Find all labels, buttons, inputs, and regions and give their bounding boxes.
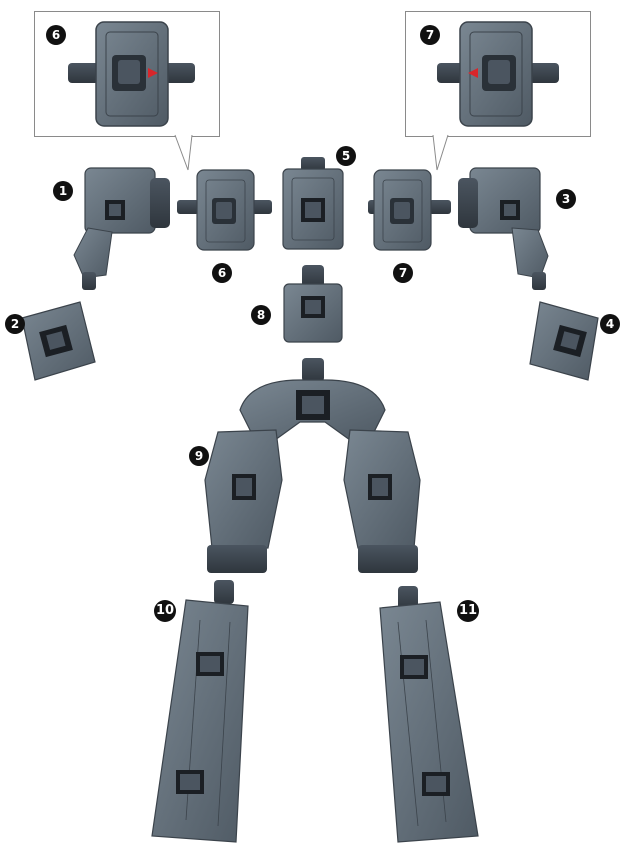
label-2: 2 [5, 314, 25, 334]
label-9: 9 [189, 446, 209, 466]
label-5: 5 [336, 146, 356, 166]
label-callout-left: 6 [46, 25, 66, 45]
part-6-enlarged [68, 22, 195, 126]
label-10: 10 [154, 600, 176, 622]
callout-tail-left [175, 135, 192, 170]
label-callout-right: 7 [420, 25, 440, 45]
label-8: 8 [251, 305, 271, 325]
part-8 [284, 265, 342, 342]
callout-tail-right [433, 135, 448, 170]
part-4 [530, 302, 598, 380]
part-3 [458, 168, 548, 290]
part-6 [177, 170, 272, 250]
label-3: 3 [556, 189, 576, 209]
part-11 [380, 586, 478, 842]
part-5 [283, 157, 343, 249]
part-7 [368, 170, 451, 250]
label-1: 1 [53, 181, 73, 201]
label-11: 11 [457, 600, 479, 622]
part-1 [74, 168, 170, 290]
part-2 [22, 302, 95, 380]
part-7-enlarged [437, 22, 559, 126]
part-9 [205, 358, 420, 573]
label-6: 6 [212, 263, 232, 283]
label-4: 4 [600, 314, 620, 334]
label-7: 7 [393, 263, 413, 283]
